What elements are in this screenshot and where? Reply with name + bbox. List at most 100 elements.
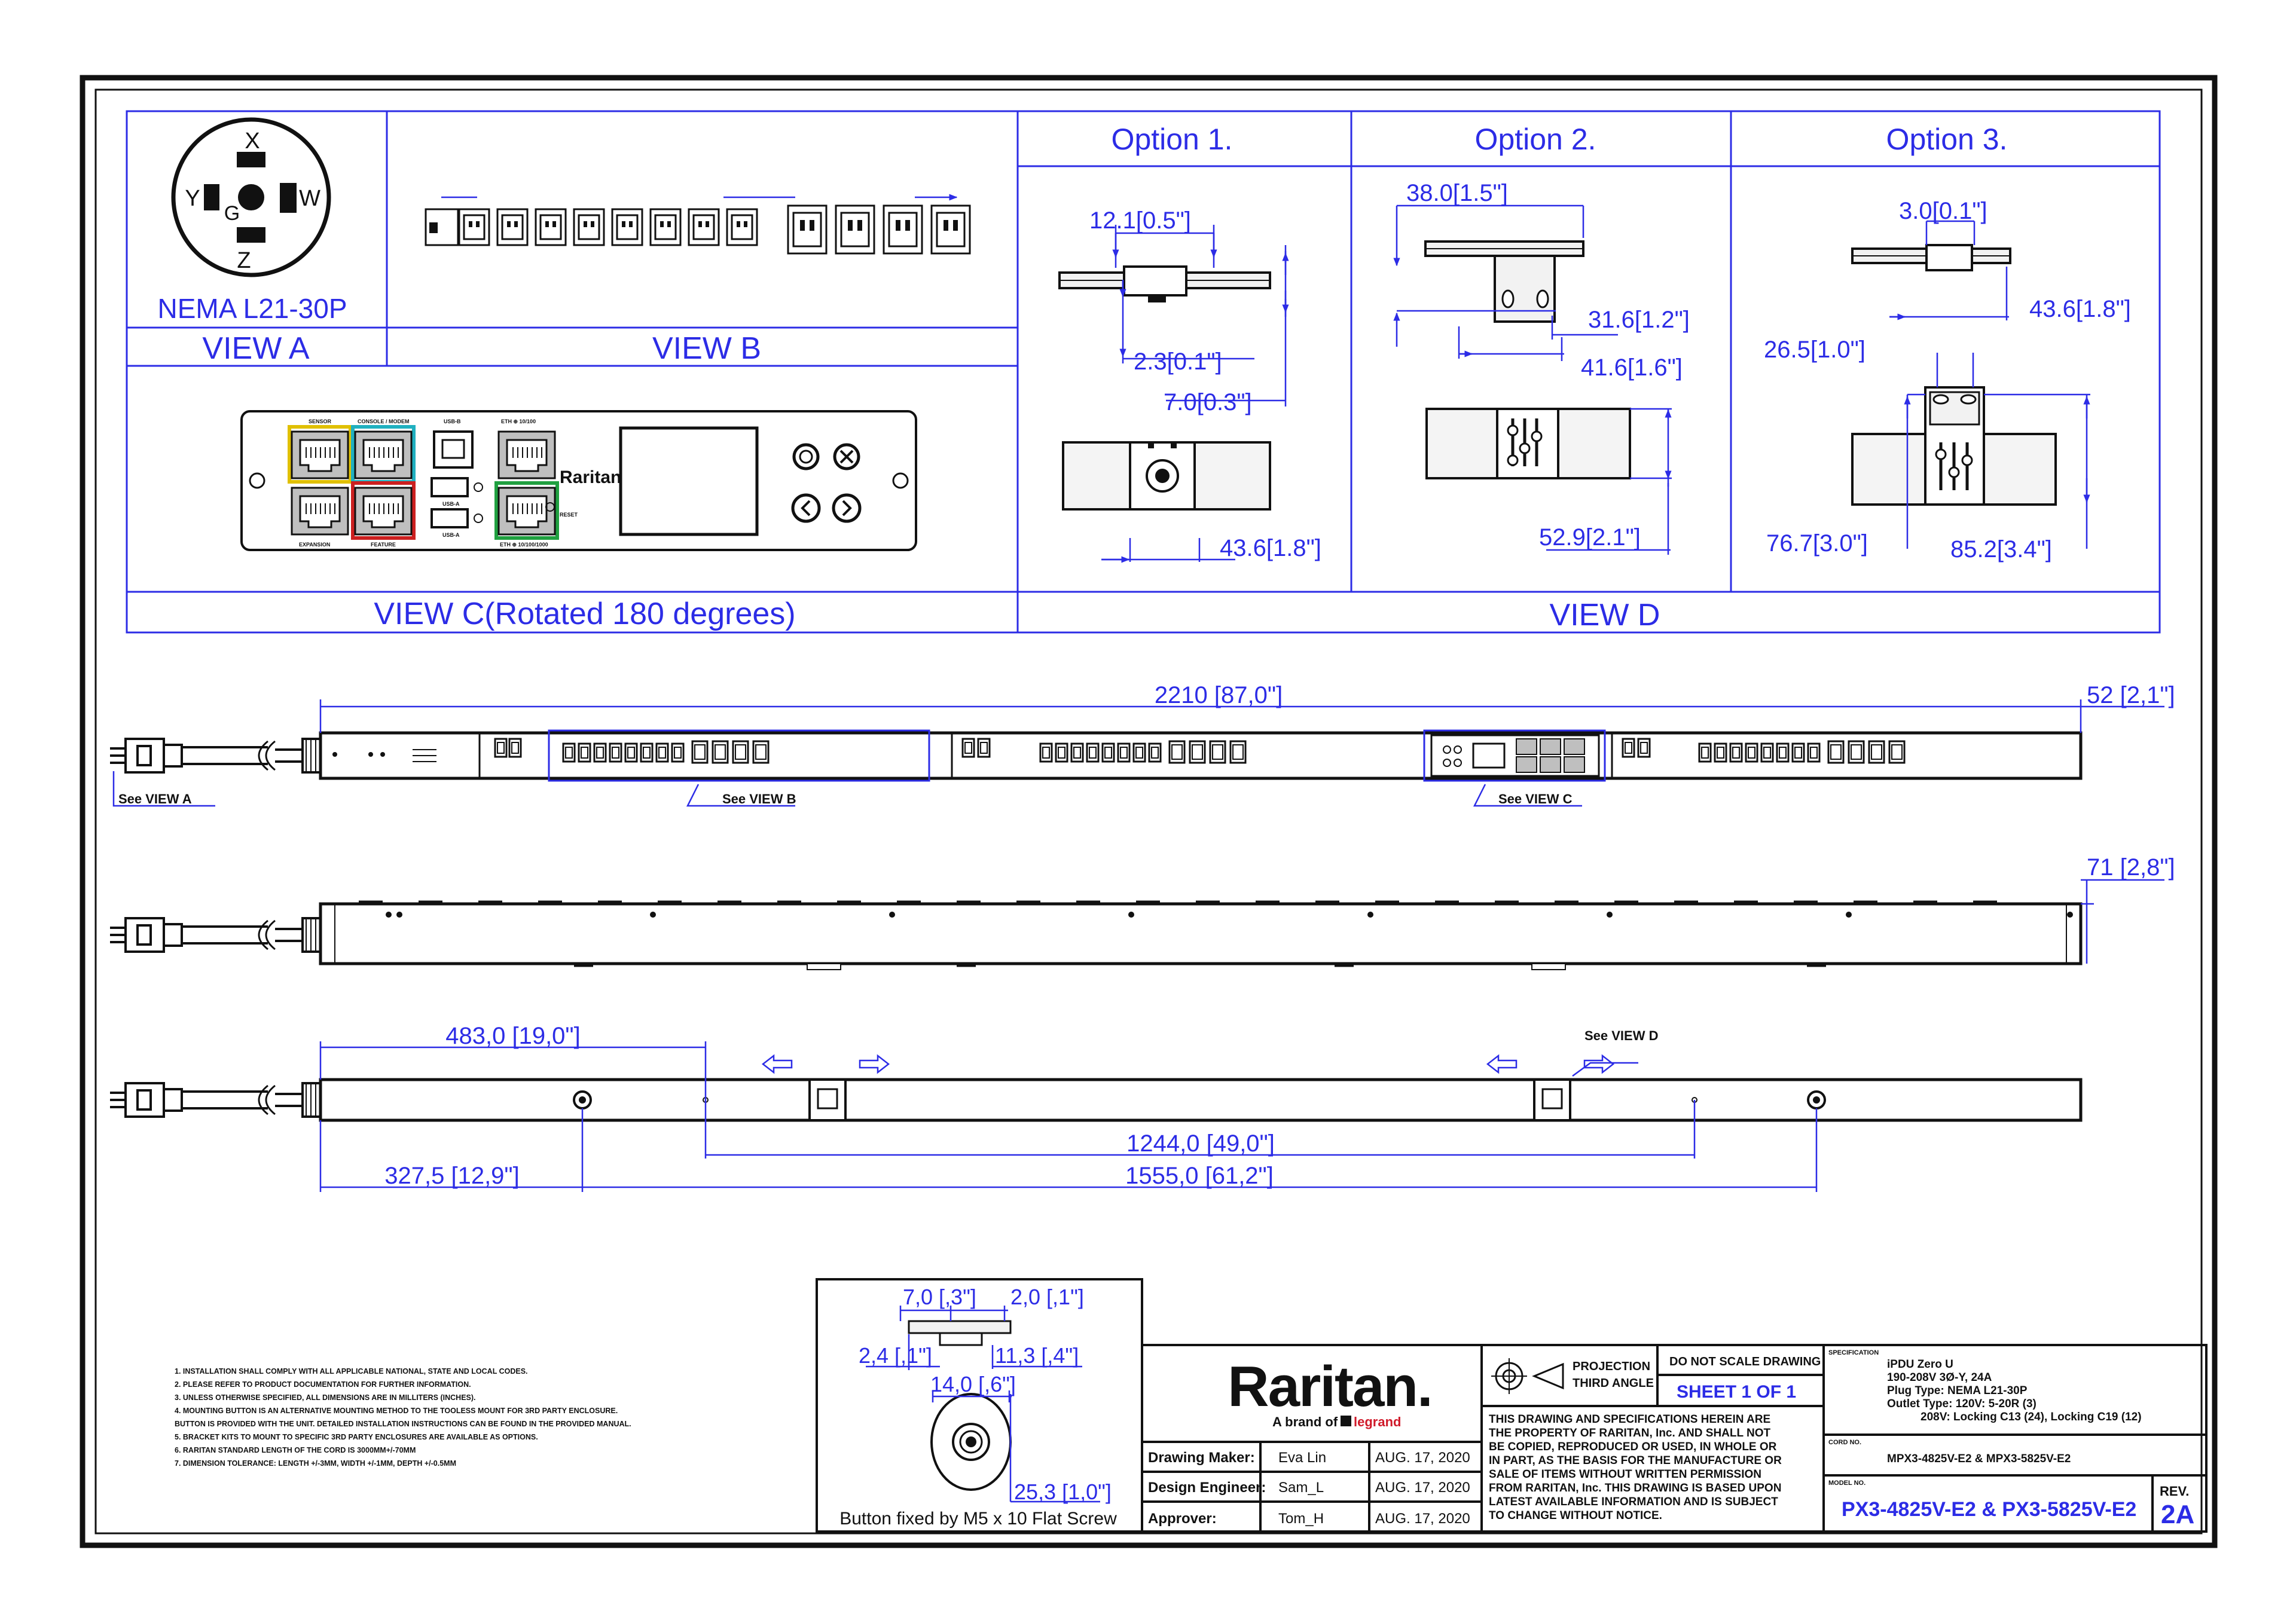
button-dim-3: 2,4 [,1"] [859, 1343, 932, 1368]
disclaimer-line-5: SALE OF ITEMS WITHOUT WRITTEN PERMISSION [1489, 1468, 1761, 1481]
projection-label: PROJECTION [1573, 1360, 1650, 1373]
projection-angle: THIRD ANGLE [1573, 1377, 1654, 1390]
port-label-usb-a1: USB-A [442, 501, 460, 507]
spec-line-2: 190-208V 3Ø-Y, 24A [1887, 1371, 1992, 1384]
option-3-dim-2: 43.6[1.8"] [2029, 296, 2131, 322]
note-2: 2. PLEASE REFER TO PRODUCT DOCUMENTATION… [175, 1380, 471, 1389]
spec-line-1: iPDU Zero U [1887, 1358, 1953, 1371]
title-brand: Raritan. [1228, 1355, 1431, 1419]
pdu-depth-dim: 52 [2,1"] [2087, 682, 2175, 708]
button-dim-1: 7,0 [,3"] [903, 1285, 976, 1309]
option-1-dim-4: 43.6[1.8"] [1220, 535, 1321, 561]
pdu-side-dims: 71 [2,8"] [2081, 854, 2175, 964]
port-label-feature: FEATURE [371, 542, 396, 548]
view-b-label: VIEW B [652, 331, 761, 366]
spec-line-3: Plug Type: NEMA L21-30P [1887, 1384, 2028, 1397]
port-label-expansion: EXPANSION [299, 542, 330, 548]
option-1-dim-1: 12.1[0.5"] [1089, 207, 1191, 234]
disclaimer-line-7: LATEST AVAILABLE INFORMATION AND IS SUBJ… [1489, 1496, 1778, 1508]
option-1-dims: 12.1[0.5"] 2.3[0.1"] 7.0[0.3"] 43.6[1.8"… [1089, 207, 1321, 563]
pin-x-label: X [245, 129, 259, 154]
rear-dim-1: 483,0 [19,0"] [445, 1023, 581, 1049]
disclaimer-line-2: THE PROPERTY OF RARITAN, Inc. AND SHALL … [1489, 1427, 1771, 1439]
approvals-table: Drawing Maker: Eva Lin AUG. 17, 2020 Des… [1148, 1450, 1470, 1527]
sheet-number: SHEET 1 OF 1 [1677, 1382, 1796, 1402]
option-1-bracket [1058, 265, 1271, 511]
rear-dim-2: 1244,0 [49,0"] [1126, 1130, 1275, 1157]
note-1: 1. INSTALLATION SHALL COMPLY WITH ALL AP… [175, 1367, 528, 1376]
rear-dim-4: 1555,0 [61,2"] [1125, 1163, 1274, 1189]
option-2-dims: 38.0[1.5"] 31.6[1.2"] 41.6[1.6"] 52.9[2.… [1397, 180, 1690, 555]
view-grid [126, 110, 2161, 634]
title-tagline-prefix: A brand of [1272, 1414, 1338, 1429]
pdu-length-dim: 2210 [87,0"] [1155, 682, 1283, 708]
note-3: 3. UNLESS OTHERWISE SPECIFIED, ALL DIMEN… [175, 1393, 476, 1402]
inner-border [94, 88, 2203, 1535]
option-3-dims: 3.0[0.1"] 43.6[1.8"] 26.5[1.0"] 76.7[3.0… [1764, 198, 2131, 563]
view-d-label: VIEW D [1550, 598, 1660, 632]
port-label-usb-a2: USB-A [442, 532, 460, 538]
disclaimer: THIS DRAWING AND SPECIFICATIONS HEREIN A… [1489, 1413, 1782, 1522]
approval-role-3: Approver: [1148, 1511, 1217, 1527]
port-label-eth-gig: ETH ⊕ 10/100/1000 [500, 542, 548, 548]
approval-role-2: Design Engineer: [1148, 1480, 1266, 1496]
option-1-dim-2: 2.3[0.1"] [1134, 349, 1222, 375]
see-view-b-callout: See VIEW B [722, 791, 796, 806]
cord-label: CORD NO. [1828, 1439, 1861, 1446]
pin-w-label: W [299, 186, 320, 211]
scale-note: DO NOT SCALE DRAWING [1669, 1355, 1821, 1368]
approval-date-2: AUG. 17, 2020 [1375, 1480, 1470, 1496]
spec-label: SPECIFICATION [1828, 1349, 1879, 1356]
note-4-cont: BUTTON IS PROVIDED WITH THE UNIT. DETAIL… [175, 1420, 631, 1428]
option-3-dim-5: 85.2[3.4"] [1950, 536, 2052, 563]
approval-role-1: Drawing Maker: [1148, 1450, 1255, 1466]
button-dim-2: 2,0 [,1"] [1010, 1285, 1084, 1309]
pin-z-label: Z [237, 248, 251, 273]
pdu-side-view [109, 900, 2083, 970]
disclaimer-line-4: IN PART, AS THE BASIS FOR THE MANUFACTUR… [1489, 1454, 1782, 1467]
option-3-dim-3: 26.5[1.0"] [1764, 337, 1866, 363]
option-3-dim-1: 3.0[0.1"] [1899, 198, 1987, 224]
projection-symbol: PROJECTION THIRD ANGLE [1491, 1358, 1654, 1394]
disclaimer-line-3: BE COPIED, REPRODUCED OR USED, IN WHOLE … [1489, 1441, 1777, 1453]
option-1-heading: Option 1. [1112, 123, 1233, 156]
cord-number: MPX3-4825V-E2 & MPX3-5825V-E2 [1887, 1453, 2071, 1465]
option-2-dim-1: 38.0[1.5"] [1406, 180, 1508, 206]
pdu-front-dims: 2210 [87,0"] 52 [2,1"] See VIEW A See VI… [112, 682, 2175, 807]
button-dim-4: 11,3 [,4"] [995, 1343, 1079, 1368]
pdu-rear-view [109, 1054, 2083, 1122]
button-dim-6: 25,3 [1,0"] [1014, 1480, 1112, 1504]
revision-label: REV. [2160, 1484, 2189, 1499]
pin-g-label: G [224, 202, 240, 225]
disclaimer-line-6: FROM RARITAN, Inc. THIS DRAWING IS BASED… [1489, 1482, 1781, 1494]
option-3-dim-4: 76.7[3.0"] [1766, 530, 1868, 557]
approval-name-2: Sam_L [1278, 1480, 1324, 1496]
pin-y-label: Y [185, 186, 200, 211]
see-view-a-callout: See VIEW A [118, 791, 192, 806]
revision-value: 2A [2161, 1500, 2194, 1529]
pdu-front-view [109, 729, 2083, 782]
see-view-c-callout: See VIEW C [1498, 791, 1573, 806]
pdu-height-dim: 71 [2,8"] [2087, 854, 2175, 881]
port-label-console: CONSOLE / MODEM [358, 418, 410, 424]
port-label-reset: RESET [560, 512, 578, 518]
button-dim-5: 14,0 [,6"] [930, 1372, 1016, 1396]
port-label-sensor: SENSOR [309, 418, 332, 424]
rear-dim-3: 327,5 [12,9"] [384, 1163, 520, 1189]
approval-name-3: Tom_H [1278, 1511, 1324, 1527]
plug-type-label: NEMA L21-30P [157, 293, 347, 324]
title-tagline-brand: legrand [1354, 1414, 1401, 1429]
disclaimer-line-1: THIS DRAWING AND SPECIFICATIONS HEREIN A… [1489, 1413, 1770, 1426]
button-detail-drawing: 7,0 [,3"] 2,0 [,1"] 2,4 [,1"] 11,3 [,4"]… [859, 1285, 1112, 1504]
model-number: PX3-4825V-E2 & PX3-5825V-E2 [1842, 1498, 2136, 1521]
button-detail-caption: Button fixed by M5 x 10 Flat Screw [839, 1509, 1117, 1529]
approval-date-1: AUG. 17, 2020 [1375, 1450, 1470, 1466]
view-c-label: VIEW C(Rotated 180 degrees) [374, 597, 795, 631]
general-notes: 1. INSTALLATION SHALL COMPLY WITH ALL AP… [175, 1367, 631, 1468]
option-1-dim-3: 7.0[0.3"] [1164, 389, 1252, 415]
approval-date-3: AUG. 17, 2020 [1375, 1511, 1470, 1527]
controller-panel: SENSOR CONSOLE / MODEM USB-B ETH ⊕ 10/10… [240, 410, 917, 551]
port-label-usb-b: USB-B [444, 418, 461, 424]
brand-logo: Raritan. A brand of legrand [1228, 1355, 1433, 1429]
